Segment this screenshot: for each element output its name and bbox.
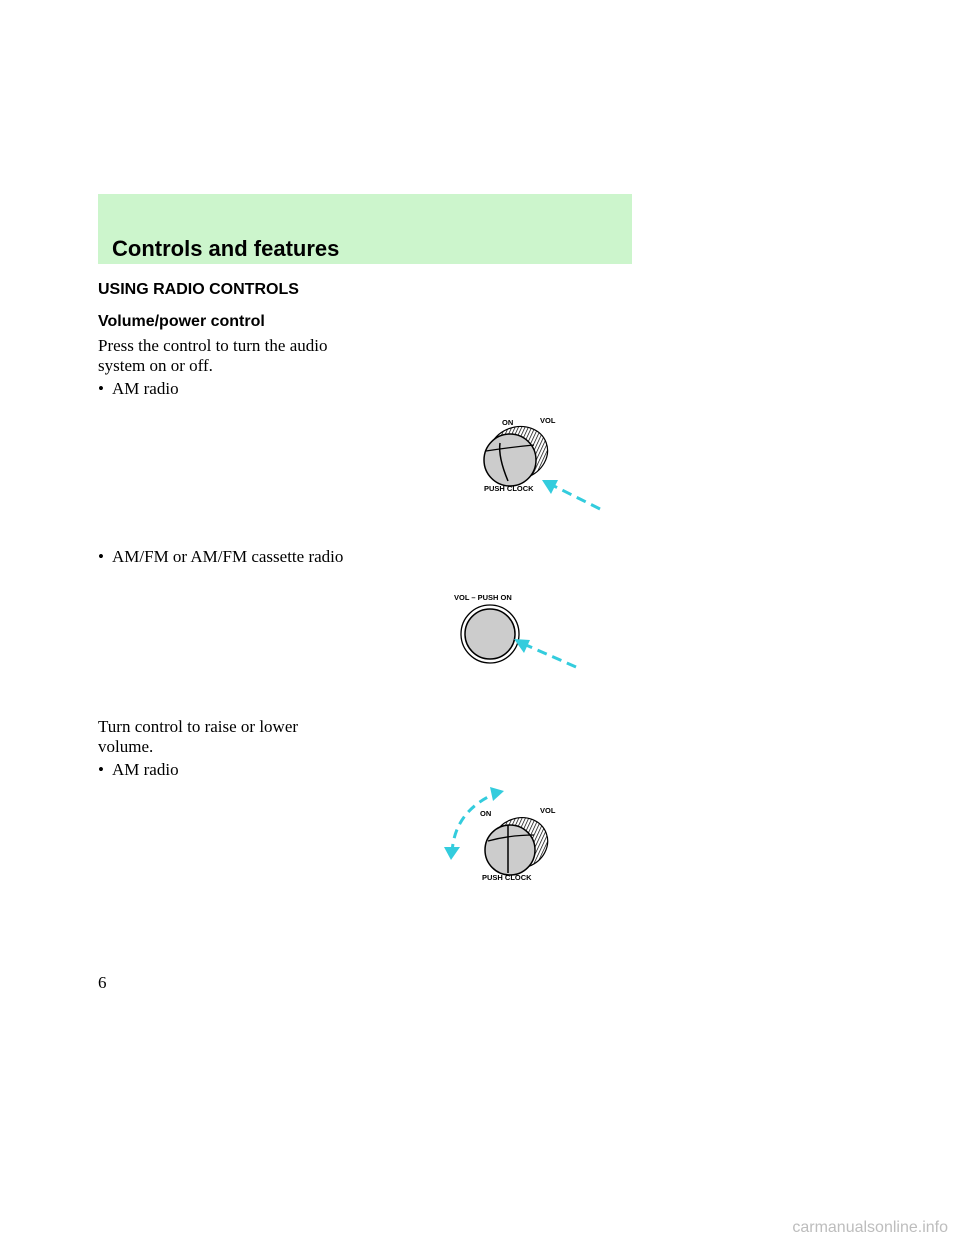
paragraph-line: system on or off. xyxy=(98,356,213,375)
knob-face xyxy=(483,433,537,487)
section-subheading: Volume/power control xyxy=(98,313,265,330)
bullet-text: AM radio xyxy=(112,760,179,779)
rotation-arrow-head-icon xyxy=(490,787,504,801)
rotation-arrow-arc xyxy=(450,793,493,854)
bullet-item-am-radio: • AM radio xyxy=(98,760,179,780)
on-label: ON xyxy=(480,809,491,818)
arrow-shaft xyxy=(525,643,577,669)
arrow-shaft xyxy=(551,483,601,511)
bullet-icon: • xyxy=(98,379,104,398)
paragraph-line: Press the control to turn the audio xyxy=(98,336,328,355)
arrow-head-icon xyxy=(514,639,530,653)
am-radio-knob-push-illustration: ON VOL PUSH CLOCK xyxy=(483,416,601,511)
paragraph-line: Turn control to raise or lower xyxy=(98,717,299,736)
knob-face xyxy=(464,608,516,660)
bullet-text: AM radio xyxy=(112,379,179,398)
on-label: ON xyxy=(502,418,513,427)
page-number: 6 xyxy=(98,973,107,992)
arrow-head-icon xyxy=(542,480,558,494)
push-clock-label: PUSH CLOCK xyxy=(482,873,532,882)
page-header-title: Controls and features xyxy=(112,236,340,261)
vol-label: VOL xyxy=(540,806,556,815)
bullet-icon: • xyxy=(98,547,104,566)
bullet-icon: • xyxy=(98,760,104,779)
push-clock-label: PUSH CLOCK xyxy=(484,484,534,493)
bullet-item-amfm-radio: • AM/FM or AM/FM cassette radio xyxy=(98,547,343,567)
knob-face xyxy=(484,824,536,876)
vol-label: VOL xyxy=(540,416,556,425)
bullet-item-am-radio: • AM radio xyxy=(98,379,179,399)
am-radio-knob-turn-illustration: ON VOL PUSH CLOCK xyxy=(444,787,556,882)
rotation-arrow-head-icon xyxy=(444,847,460,860)
section-heading: USING RADIO CONTROLS xyxy=(98,281,299,298)
vol-push-on-label: VOL – PUSH ON xyxy=(454,593,512,602)
bullet-text: AM/FM or AM/FM cassette radio xyxy=(112,547,344,566)
header-band xyxy=(98,194,632,264)
paragraph-line: volume. xyxy=(98,737,154,756)
watermark: carmanualsonline.info xyxy=(792,1219,948,1236)
amfm-radio-knob-push-illustration: VOL – PUSH ON xyxy=(454,593,577,669)
